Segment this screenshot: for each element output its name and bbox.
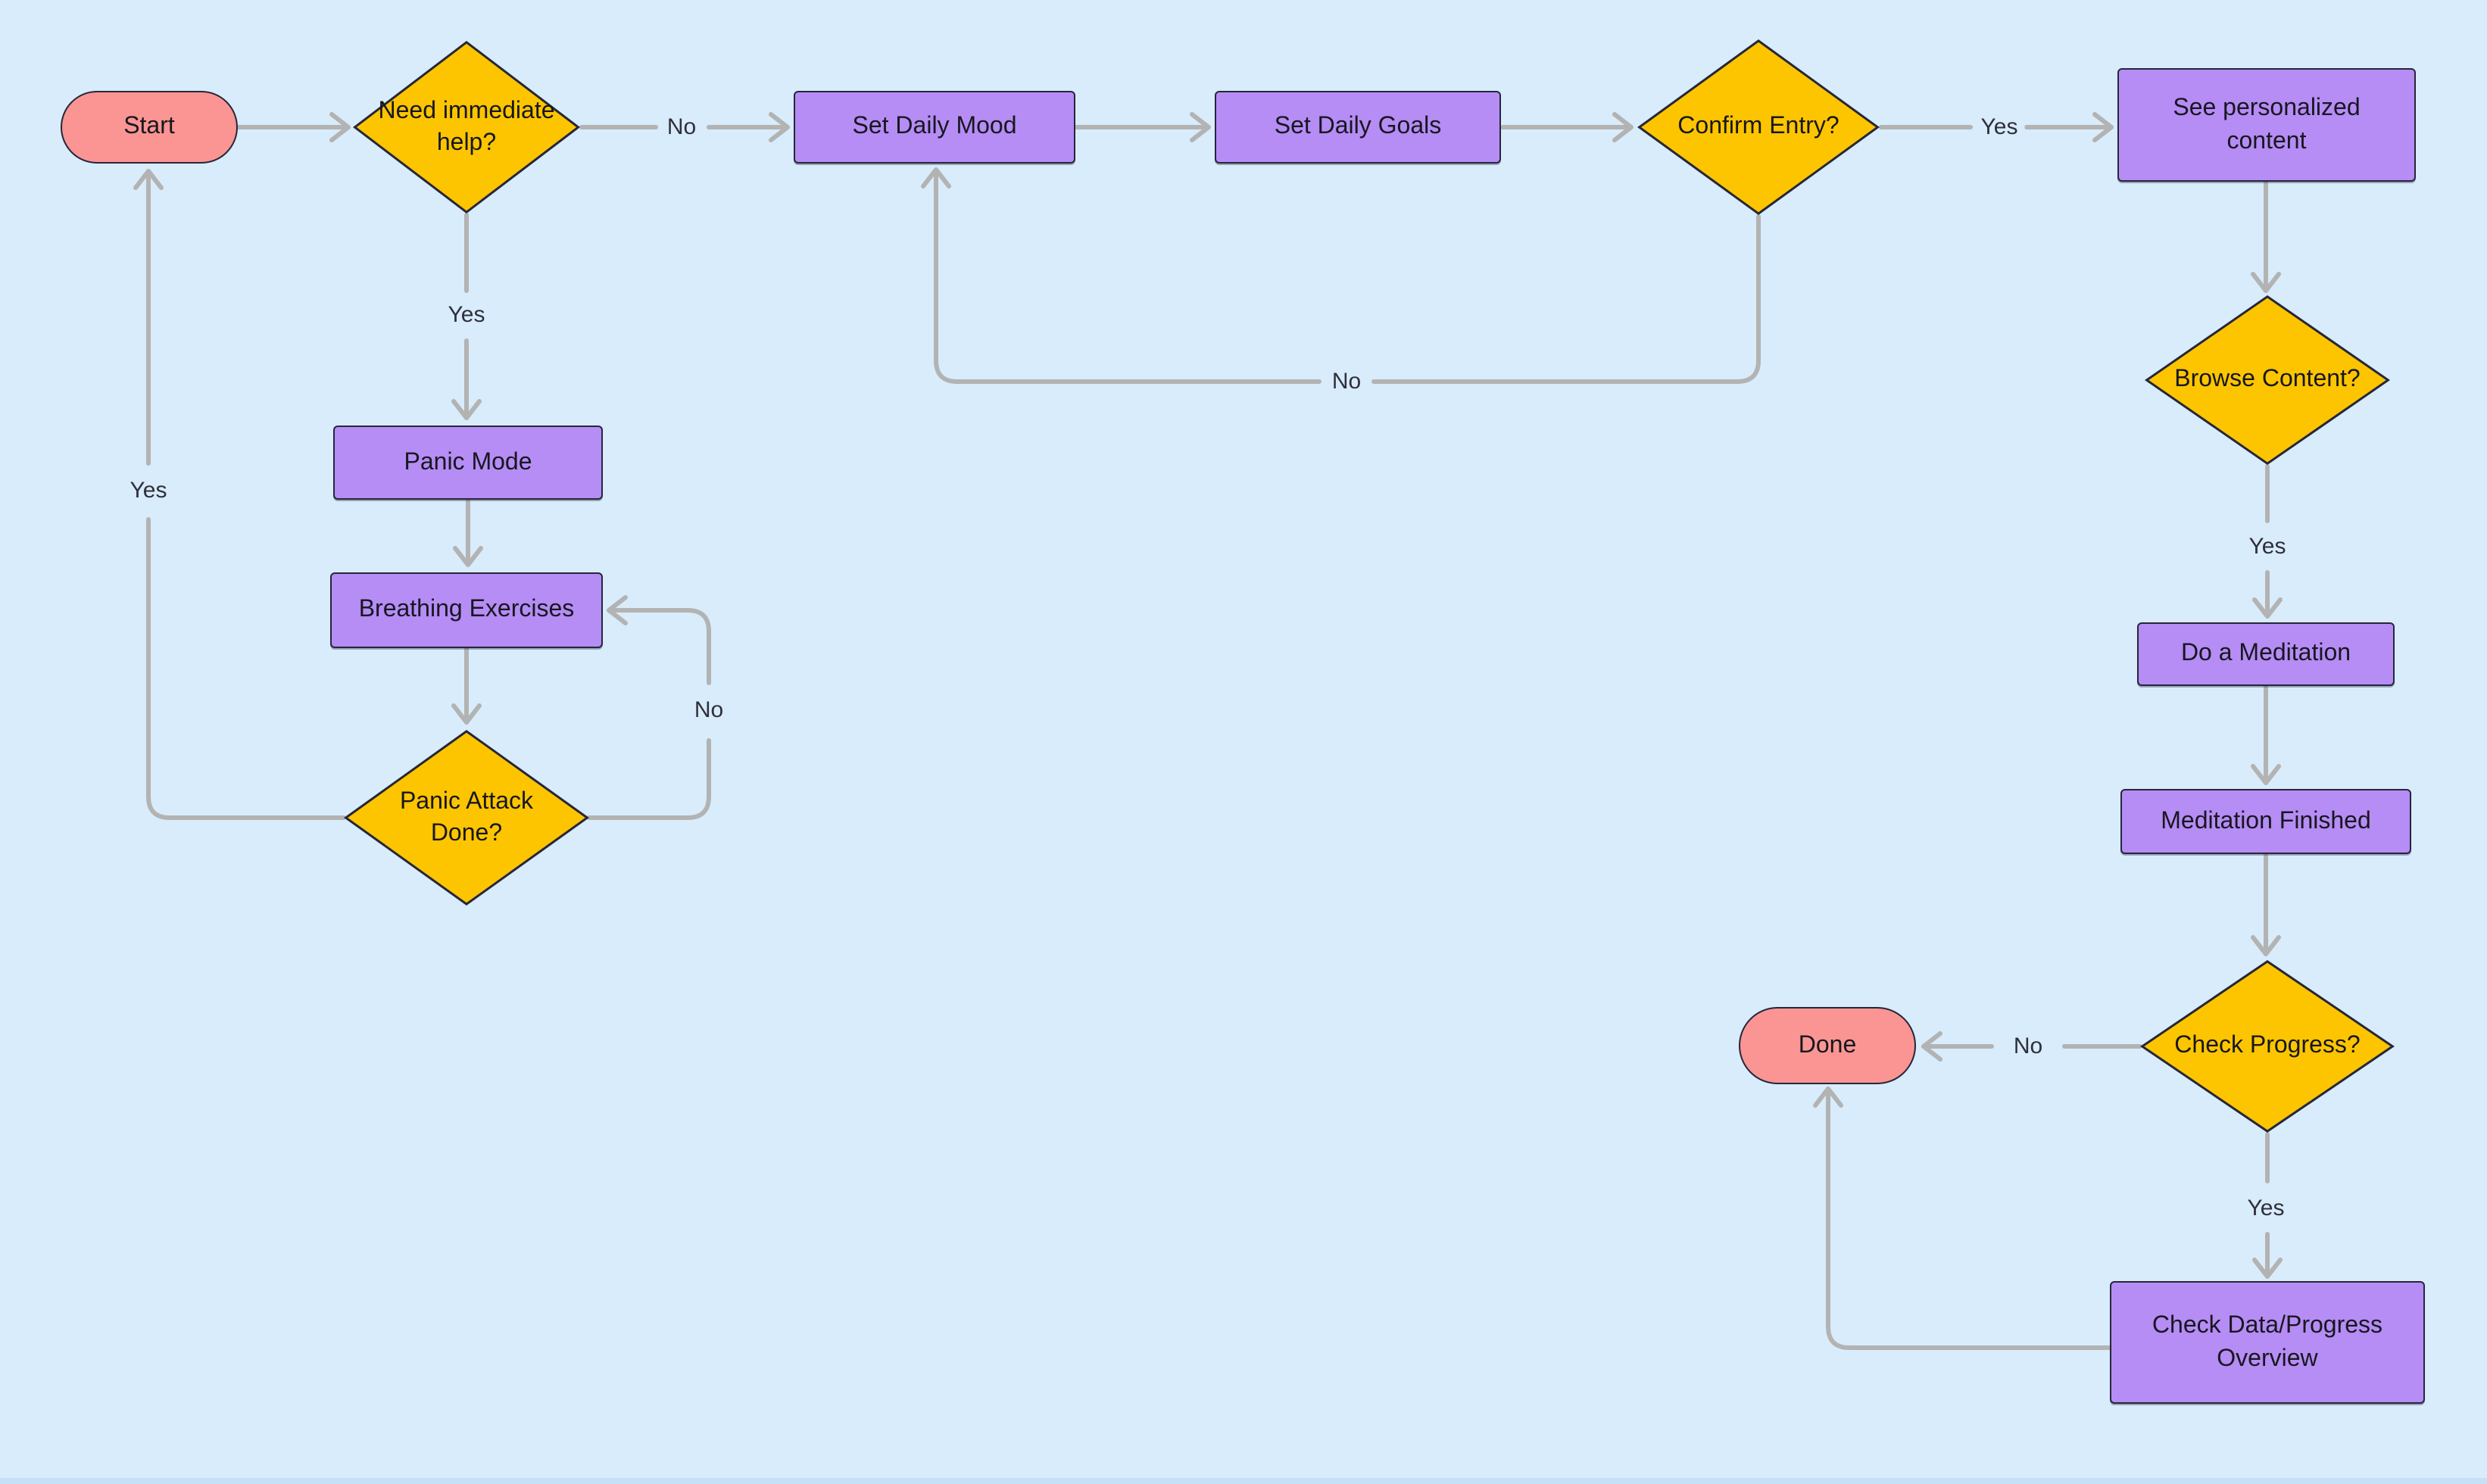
node-done[interactable]: Done [1739,1007,1916,1084]
diamond-shape-icon [353,41,580,214]
edge-panic-to-breathing-arrowhead [453,546,483,567]
bottom-edge-strip [0,1478,2487,1484]
node-start-label: Start [123,114,175,140]
edge-breathing-to-attack-arrowhead [451,703,482,725]
edge-label-panic-attack-yes: Yes [122,478,175,504]
node-browse-content[interactable]: Browse Content? [2145,295,2390,465]
node-see-personalized-content[interactable]: See personalized content [2117,68,2416,182]
node-set-daily-mood[interactable]: Set Daily Mood [794,91,1075,164]
node-do-a-meditation-label: Do a Meditation [2180,641,2351,667]
node-check-data-progress-overview-label: Check Data/Progress Overview [2152,1313,2383,1371]
node-check-progress-label: Check Progress? [2174,1033,2361,1059]
diamond-shape-icon [1637,39,1880,215]
edge-label-confirm-yes: Yes [1973,114,2026,140]
edge-browse-yes-arrowhead [2252,597,2283,619]
node-start[interactable]: Start [61,91,238,164]
edge-need-help-yes-arrowhead [451,399,482,420]
edge-confirm-no-arrowhead [921,167,951,189]
edge-check-no-arrowhead [1921,1031,1942,1062]
node-check-progress[interactable]: Check Progress? [2140,960,2395,1133]
node-panic-attack-done-label: Panic Attack Done? [399,788,534,846]
edge-data-to-done [1826,1091,2112,1350]
node-see-personalized-content-label: See personalized content [2173,95,2361,154]
edge-start-to-need-help-arrowhead [329,112,351,142]
edge-mood-to-goals-arrowhead [1190,112,1211,142]
node-panic-mode-label: Panic Mode [404,449,532,475]
edge-attack-yes-loop [146,173,346,820]
node-need-immediate-help-label: Need immediate help? [378,98,555,156]
node-breathing-exercises-label: Breathing Exercises [358,597,575,623]
edge-need-help-no-arrowhead [769,112,790,142]
diamond-shape-icon [344,730,589,906]
node-check-data-progress-overview[interactable]: Check Data/Progress Overview [2110,1281,2425,1404]
node-confirm-entry-label: Confirm Entry? [1677,114,1840,140]
edge-label-browse-yes: Yes [2241,534,2294,560]
edge-label-check-progress-no: No [2005,1034,2051,1059]
edge-attack-yes-arrowhead [133,169,164,190]
edge-confirm-no-loop [934,172,1761,384]
edge-see-to-browse-arrowhead [2251,272,2281,293]
edge-confirm-yes-arrowhead [2092,112,2114,142]
edge-goals-to-confirm-arrowhead [1612,112,1634,142]
node-panic-attack-done[interactable]: Panic Attack Done? [344,730,589,906]
node-set-daily-mood-label: Set Daily Mood [852,114,1017,140]
edge-label-check-progress-yes: Yes [2239,1196,2292,1221]
edge-data-to-done-arrowhead [1813,1086,1843,1108]
edge-meditation-to-finished-arrowhead [2251,764,2281,785]
node-do-a-meditation[interactable]: Do a Meditation [2137,622,2395,686]
node-done-label: Done [1798,1032,1857,1058]
node-panic-mode[interactable]: Panic Mode [333,426,603,500]
edge-label-need-help-no: No [659,114,704,140]
edge-attack-no-arrowhead [607,595,628,625]
edge-finished-to-check-arrowhead [2251,935,2281,956]
node-need-immediate-help[interactable]: Need immediate help? [353,41,580,214]
edge-attack-no-loop [587,608,711,820]
node-set-daily-goals[interactable]: Set Daily Goals [1215,91,1501,164]
node-browse-content-label: Browse Content? [2174,366,2361,393]
edge-label-panic-attack-no: No [686,697,732,723]
edge-check-yes-arrowhead [2252,1258,2283,1279]
node-meditation-finished-label: Meditation Finished [2161,808,2371,834]
edge-label-need-help-yes: Yes [440,302,493,328]
diamond-shape-icon [2140,960,2395,1133]
node-meditation-finished[interactable]: Meditation Finished [2120,789,2411,854]
node-breathing-exercises[interactable]: Breathing Exercises [330,572,603,648]
edge-label-confirm-no: No [1324,369,1369,394]
node-set-daily-goals-label: Set Daily Goals [1274,114,1442,140]
diamond-shape-icon [2145,295,2390,465]
node-confirm-entry[interactable]: Confirm Entry? [1637,39,1880,215]
